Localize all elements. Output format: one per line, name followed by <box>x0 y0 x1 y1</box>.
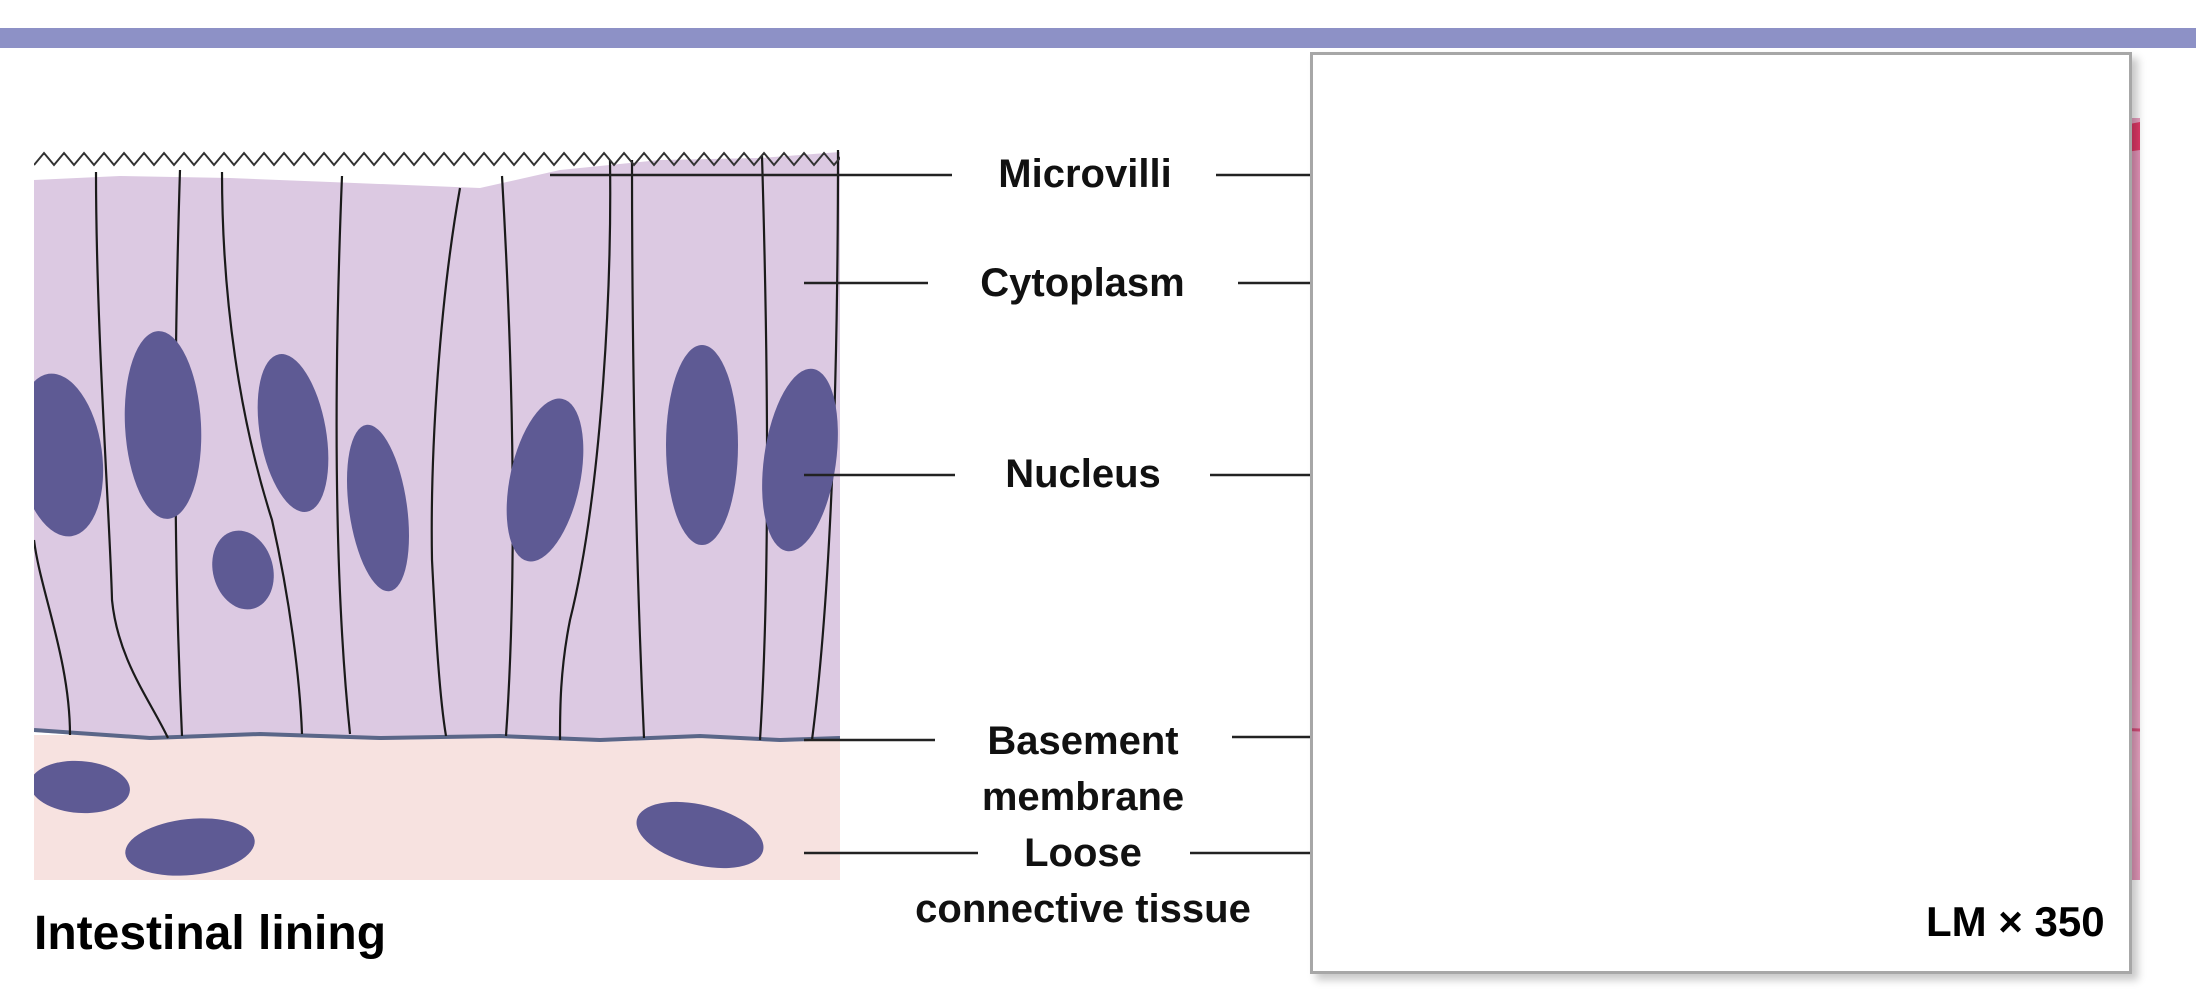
header-bar <box>0 28 2196 48</box>
caption-intestinal-lining: Intestinal lining <box>34 907 387 960</box>
caption-magnification: LM × 350 <box>1926 898 2105 945</box>
microvilli-border <box>34 151 840 167</box>
cell-nuclei <box>34 331 838 876</box>
micrograph-frame <box>1310 52 2132 974</box>
label-cytoplasm: Cytoplasm <box>980 261 1185 305</box>
label-microvilli: Microvilli <box>998 152 1172 196</box>
label-basement-membrane: Basement membrane <box>981 719 1185 819</box>
epithelium-drawing <box>34 149 840 880</box>
cell-borders <box>34 149 840 741</box>
label-nucleus: Nucleus <box>1005 452 1161 496</box>
basement-membrane-line <box>34 728 840 743</box>
label-loose-connective-tissue: Loose connective tissue <box>915 831 1251 931</box>
